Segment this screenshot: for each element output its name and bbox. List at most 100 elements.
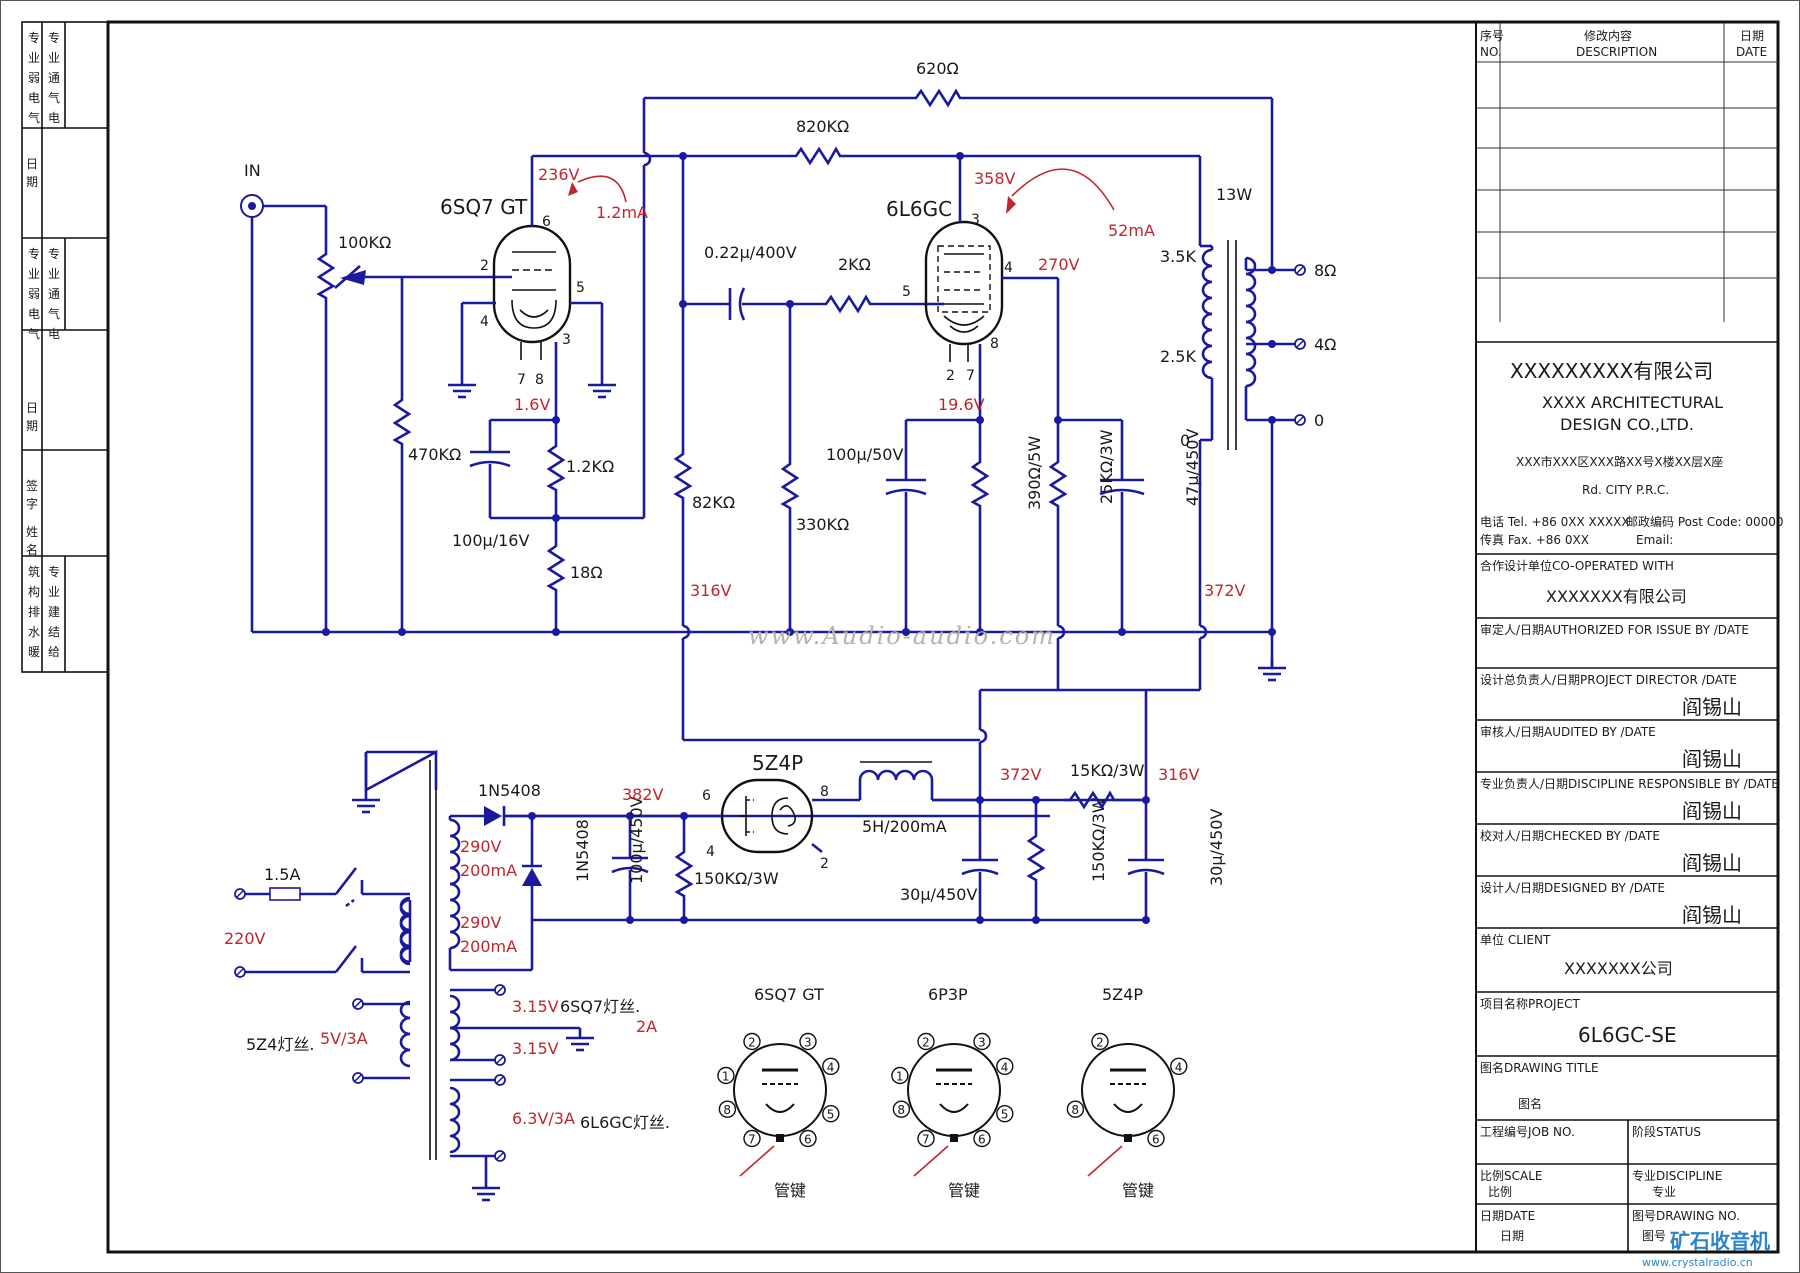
rev-desc-cn: 修改内容 [1584,28,1632,43]
strip-char: 水 [28,625,40,639]
pin-circle [1170,1057,1188,1076]
fil-6sq7-voltage-2: 3.15V [512,1039,559,1058]
rev-date-cn: 日期 [1740,29,1764,43]
fuse-label: 1.5A [264,865,300,884]
v1-pin-4: 4 [480,314,489,330]
d1-label: 1N5408 [478,781,541,800]
audited-label: 审核人/日期AUDITED BY /DATE [1480,724,1656,739]
fax: 传真 Fax. +86 0XX [1480,532,1589,547]
strip-char: 通 [48,71,60,85]
pin-number: 3 [978,1036,986,1050]
scale-label: 比例SCALE [1480,1169,1542,1183]
pin-number: 8 [1071,1103,1079,1117]
pinout-title: 5Z4P [1102,985,1143,1004]
r330-label: 330KΩ [796,515,849,534]
v1-pin-8: 8 [535,372,544,388]
key-label: 管键 [1122,1181,1154,1200]
pin-number: 7 [748,1133,756,1147]
fil-6l6-voltage: 6.3V/3A [512,1109,575,1128]
drawing-no-label: 图号DRAWING NO. [1632,1209,1740,1223]
r820-label: 820KΩ [796,117,849,136]
pin-number: 6 [978,1133,986,1147]
site-logo-url: www.crystalradio.cn [1642,1256,1753,1269]
electrode [1113,1103,1143,1113]
r150b-label: 150KΩ/3W [1089,797,1108,882]
signer-3: 阎锡山 [1682,799,1742,823]
rev-no-en: NO. [1480,45,1502,59]
strip-char: 气 [48,90,60,105]
pin-number: 8 [897,1103,905,1117]
strip-char: 电 [48,327,60,341]
address-cn: XXX市XXX区XXX路XX号X楼XX层X座 [1516,454,1723,469]
project-value: 6L6GC-SE [1578,1023,1677,1047]
strip-label-date1: 期 [26,175,38,189]
signer-5: 阎锡山 [1682,903,1742,927]
pin-circle [1147,1129,1165,1148]
strip-char: 电 [28,307,40,321]
pin-number: 5 [1001,1108,1009,1122]
c100-450-label: 100μ/450V [627,796,646,884]
v2-pin-2: 2 [946,368,955,384]
discipline-resp-label: 专业负责人/日期DISCIPLINE RESPONSIBLE BY /DATE [1480,776,1779,791]
pin-circle [996,1104,1014,1123]
out-0-label: 0 [1314,411,1324,430]
strip-char: 电 [28,91,40,105]
pin-number: 2 [748,1036,756,1050]
site-logo-cn: 矿石收音机 [1670,1229,1770,1253]
signer-1: 阎锡山 [1682,695,1742,719]
out-4-label: 4Ω [1314,335,1336,354]
socket-key [776,1134,784,1142]
pin-circle [1066,1100,1085,1118]
rev-desc-en: DESCRIPTION [1576,45,1657,59]
cooperated-value: XXXXXXX有限公司 [1546,587,1687,606]
signer-4: 阎锡山 [1682,851,1742,875]
r82-label: 82KΩ [692,493,735,512]
pot-label: 100KΩ [338,233,391,252]
discipline-label: 专业DISCIPLINE [1632,1168,1722,1183]
v1-current: 1.2mA [596,203,648,222]
tap-35-label: 3.5K [1160,247,1196,266]
pin-number: 4 [1175,1060,1183,1074]
electrode [939,1103,969,1113]
b-316v-b: 316V [1158,765,1200,784]
fil-6sq7-voltage: 3.15V [512,997,559,1016]
company-name-en-1: XXXX ARCHITECTURAL [1542,393,1723,412]
tap-0-label: 0 [1180,431,1190,450]
strip-char: 气 [48,306,60,321]
v2-pin-8: 8 [990,336,999,352]
pin-circle [799,1032,817,1051]
b-372v-a: 372V [1204,581,1246,600]
company-name-en-2: DESIGN CO.,LTD. [1560,415,1694,434]
project-label: 项目名称PROJECT [1480,996,1581,1011]
v2-name: 6L6GC [886,197,952,221]
r2k-label: 2KΩ [838,255,871,274]
fil-6sq7-current: 2A [636,1017,657,1036]
email: Email: [1636,533,1673,547]
strip-label-sign1: 签 [26,478,38,493]
drawing-title-label: 图名DRAWING TITLE [1480,1060,1599,1075]
strip-char: 业 [28,51,40,65]
pin-circle [822,1104,840,1123]
pin-circle [743,1129,761,1148]
v2-screen-voltage: 270V [1038,255,1080,274]
tel: 电话 Tel. +86 0XX XXXXX [1480,515,1630,529]
pin-circle [917,1032,935,1051]
rect-pin-6: 6 [702,788,711,804]
r15k-label: 15KΩ/3W [1070,761,1145,780]
strip-label-date1: 日 [26,157,38,171]
rect-pin-8: 8 [820,784,829,800]
out-8-label: 8Ω [1314,261,1336,280]
pinout-title: 6P3P [928,985,968,1004]
c022-label: 0.22μ/400V [704,243,797,262]
discipline-value: 专业 [1652,1184,1676,1199]
checked-label: 校对人/日期CHECKED BY /DATE [1480,828,1660,843]
v1-plate-voltage: 236V [538,165,580,184]
electrode [765,1103,795,1113]
r470-label: 470KΩ [408,445,461,464]
pin-number: 4 [827,1060,835,1074]
strip-char: 气 [28,326,40,341]
pin-circle [717,1066,735,1085]
fil-6sq7-label: 6SQ7灯丝. [560,997,640,1016]
